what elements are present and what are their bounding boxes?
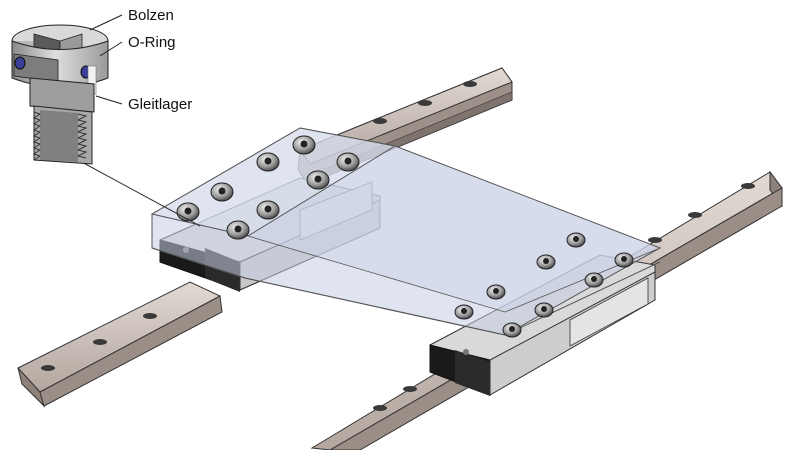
cap-screw	[454, 304, 474, 320]
cap-screw	[566, 232, 586, 248]
label-oring: O-Ring	[128, 34, 176, 51]
cap-screw	[210, 182, 234, 202]
cap-screws-right	[454, 232, 634, 338]
cap-screw	[536, 254, 556, 270]
cap-screw	[584, 272, 604, 288]
leader-bolt	[89, 14, 123, 31]
cap-screw	[306, 170, 330, 190]
leader-bearing	[95, 95, 123, 105]
leader-oring	[99, 41, 123, 57]
cap-screw	[486, 284, 506, 300]
cap-screw	[614, 252, 634, 268]
guide-rail-front-left	[17, 281, 223, 408]
transparent-plate	[150, 127, 662, 336]
cap-screw	[176, 202, 200, 222]
oring-section-left	[14, 56, 26, 70]
cap-screw	[292, 135, 316, 155]
label-bearing: Gleitlager	[128, 96, 192, 113]
cap-screw	[336, 152, 360, 172]
cap-screw	[256, 152, 280, 172]
cap-screw	[534, 302, 554, 318]
detail-leader-line	[77, 159, 201, 227]
label-bolt: Bolzen	[128, 7, 174, 24]
cap-screw	[256, 200, 280, 220]
cap-screw	[226, 220, 250, 240]
cap-screw	[502, 322, 522, 338]
bolt-detail	[11, 24, 109, 165]
carriage-block-right	[429, 254, 656, 396]
